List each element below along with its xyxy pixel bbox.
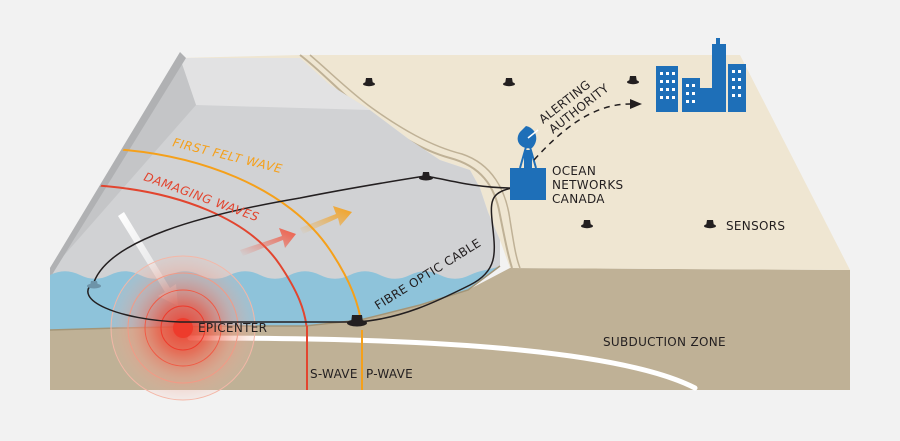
s-wave-label: S-WAVE (310, 367, 358, 381)
damaging-wave-arrow (240, 228, 296, 256)
coastline-rim-inner (309, 54, 521, 269)
seabed-front-face (50, 268, 850, 390)
radio-tower-icon (510, 126, 546, 200)
city-buildings-icon (656, 38, 746, 112)
basin-back-wall (180, 58, 370, 110)
epicenter-label: EPICENTER (198, 321, 267, 335)
onc-label-2: NETWORKS (552, 178, 623, 192)
onc-label-1: OCEAN (552, 164, 596, 178)
subduction-plate (187, 335, 698, 391)
epicenter-rings (110, 255, 256, 401)
p-wave-label: P-WAVE (366, 367, 413, 381)
subduction-zone-label: SUBDUCTION ZONE (603, 335, 726, 349)
fibre-optic-cable (87, 187, 513, 323)
seismic-sensor-icon (419, 172, 433, 181)
alert-path-arrow (533, 103, 631, 161)
sensors-label: SENSORS (726, 219, 785, 233)
fibre-optic-cable-branch (93, 175, 513, 283)
seismic-sensor-icon (347, 315, 367, 327)
onc-label-3: CANADA (552, 192, 605, 206)
seismic-sensor-icon (87, 281, 101, 289)
first-felt-wave-arrow (300, 206, 352, 234)
seismic-sensor-icon (503, 78, 515, 87)
basin-outer-rim (50, 52, 186, 278)
arrowhead-icon (630, 99, 642, 109)
seismic-sensor-icon (581, 220, 593, 229)
seismic-sensor-icon (704, 220, 716, 229)
seismic-sensor-icon (627, 76, 639, 85)
seismic-sensor-icon (363, 78, 375, 87)
damaging-waves-curve (89, 184, 308, 330)
